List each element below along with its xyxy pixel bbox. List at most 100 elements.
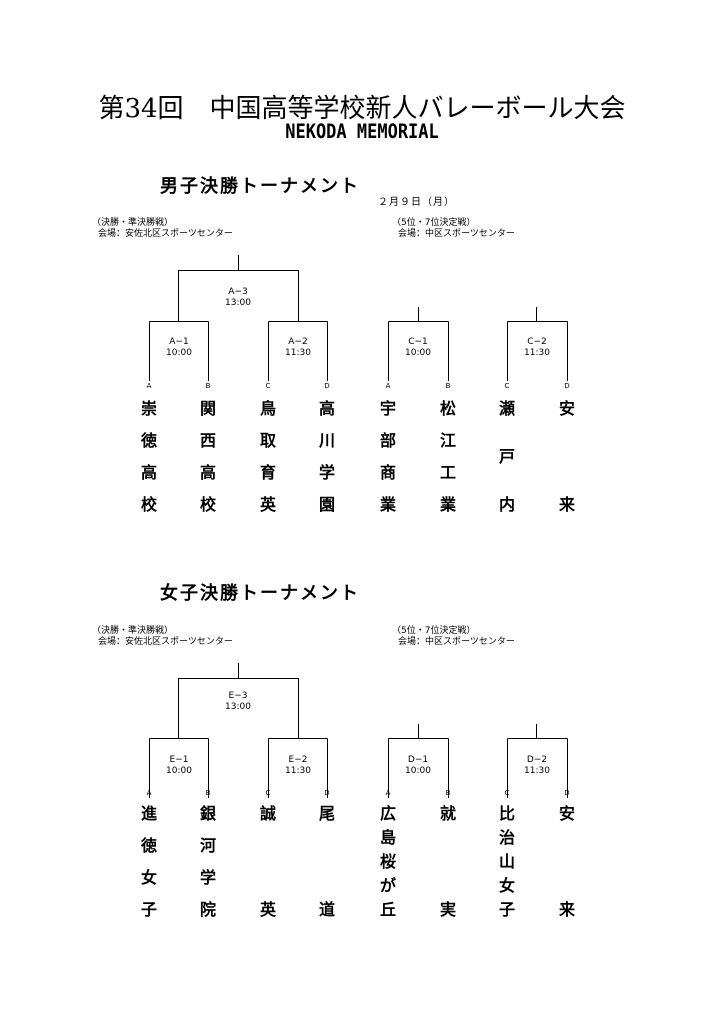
team-name-char: 銀: [199, 804, 216, 823]
team-slot-letter: D: [564, 789, 570, 797]
team-name-char: 誠: [259, 804, 276, 823]
women-right-round: （5位・7位決定戦）: [392, 626, 476, 636]
team-name-char: 西: [199, 431, 216, 450]
team-name-char: 江: [439, 431, 456, 450]
team-name-char: 英: [259, 495, 276, 514]
team-name-char: 学: [199, 868, 216, 887]
women-place2-bracket: [507, 724, 568, 798]
men-left-venue: 会場：安佐北区スポーツセンター: [98, 229, 233, 239]
match-id: A−2: [288, 337, 308, 347]
team-name-char: 安: [558, 399, 575, 418]
team-name-char: 治: [498, 828, 515, 847]
team-slot-letter: C: [265, 382, 271, 390]
team-slot-letter: D: [324, 382, 330, 390]
match-id: E−3: [228, 691, 248, 701]
team-name-char: 川: [318, 431, 335, 450]
match-time: 11:30: [285, 766, 311, 776]
team-slot-letter: C: [265, 789, 271, 797]
men-semi1-bracket: [149, 321, 209, 381]
team-name-char: 丘: [379, 900, 396, 919]
men-place2-bracket: [507, 307, 568, 381]
team-name-char: 瀬: [498, 399, 515, 418]
match-id: C−2: [527, 337, 547, 347]
team-name-char: 高: [318, 399, 335, 418]
match-time: 11:30: [285, 348, 311, 358]
match-time: 10:00: [405, 766, 431, 776]
men-place1-bracket: [388, 307, 449, 381]
team-name-char: 道: [318, 900, 335, 919]
team-name-char: 部: [379, 431, 396, 450]
men-section-heading: 男子決勝トーナメント: [160, 176, 360, 197]
team-name-char: 育: [259, 463, 276, 482]
women-right-info: （5位・7位決定戦）会場：中区スポーツセンター: [392, 626, 515, 648]
team-slot-letter: B: [205, 789, 211, 797]
team-slot-letter: B: [445, 382, 451, 390]
women-right-venue: 会場：中区スポーツセンター: [398, 637, 515, 647]
team-slot-letter: A: [146, 382, 152, 390]
women-left-round: （決勝・準決勝戦）: [92, 626, 174, 636]
team-name-char: 桜: [379, 852, 396, 871]
match-time: 11:30: [524, 766, 550, 776]
women-place1-bracket: [388, 724, 449, 798]
team-name-char: 比: [498, 804, 515, 823]
tournament-date: ２月９日（月）: [378, 197, 455, 208]
women-semi2-bracket: [268, 738, 328, 798]
match-id: E−1: [169, 755, 189, 765]
men-left-round: （決勝・準決勝戦）: [92, 218, 174, 228]
team-name-char: 崇: [140, 399, 157, 418]
team-name-char: 山: [498, 852, 515, 871]
match-time: 13:00: [225, 702, 251, 712]
team-name-char: 内: [498, 495, 515, 514]
team-name-char: 子: [140, 900, 157, 919]
team-name-char: 尾: [318, 804, 335, 823]
team-name-char: 女: [140, 868, 157, 887]
team-name-char: 松: [439, 399, 456, 418]
match-id: E−2: [288, 755, 308, 765]
match-id: C−1: [408, 337, 428, 347]
team-name-char: 島: [379, 828, 396, 847]
team-name-char: 取: [259, 431, 276, 450]
team-name-char: 戸: [498, 447, 515, 466]
team-slot-letter: A: [146, 789, 152, 797]
team-name-char: 鳥: [259, 399, 276, 418]
men-right-venue: 会場：中区スポーツセンター: [398, 229, 515, 239]
team-name-char: 安: [558, 804, 575, 823]
match-time: 10:00: [166, 348, 192, 358]
team-name-char: 徳: [140, 836, 157, 855]
team-name-char: 関: [199, 399, 216, 418]
women-section-heading: 女子決勝トーナメント: [160, 583, 360, 604]
team-name-char: 子: [498, 900, 515, 919]
team-name-char: 業: [439, 495, 456, 514]
page-subtitle: NEKODA MEMORIAL: [285, 120, 439, 144]
team-name-char: が: [379, 876, 396, 895]
team-name-char: 校: [199, 495, 216, 514]
men-right-round: （5位・7位決定戦）: [392, 218, 476, 228]
women-semi1-bracket: [149, 738, 209, 798]
women-left-info: （決勝・準決勝戦）会場：安佐北区スポーツセンター: [92, 626, 233, 648]
men-left-info: （決勝・準決勝戦）会場：安佐北区スポーツセンター: [92, 218, 233, 240]
team-slot-letter: D: [564, 382, 570, 390]
team-name-char: 工: [439, 463, 456, 482]
team-name-char: 高: [199, 463, 216, 482]
men-semi2-bracket: [268, 321, 328, 381]
team-name-char: 宇: [379, 399, 396, 418]
match-time: 10:00: [405, 348, 431, 358]
men-right-info: （5位・7位決定戦）会場：中区スポーツセンター: [392, 218, 515, 240]
men-final-bracket: [178, 255, 299, 322]
team-slot-letter: A: [385, 789, 391, 797]
women-left-venue: 会場：安佐北区スポーツセンター: [98, 637, 233, 647]
match-id: A−3: [228, 287, 248, 297]
team-slot-letter: D: [324, 789, 330, 797]
team-name-char: 河: [199, 836, 216, 855]
match-id: D−1: [407, 755, 429, 765]
team-slot-letter: C: [504, 382, 510, 390]
team-name-char: 実: [439, 900, 456, 919]
